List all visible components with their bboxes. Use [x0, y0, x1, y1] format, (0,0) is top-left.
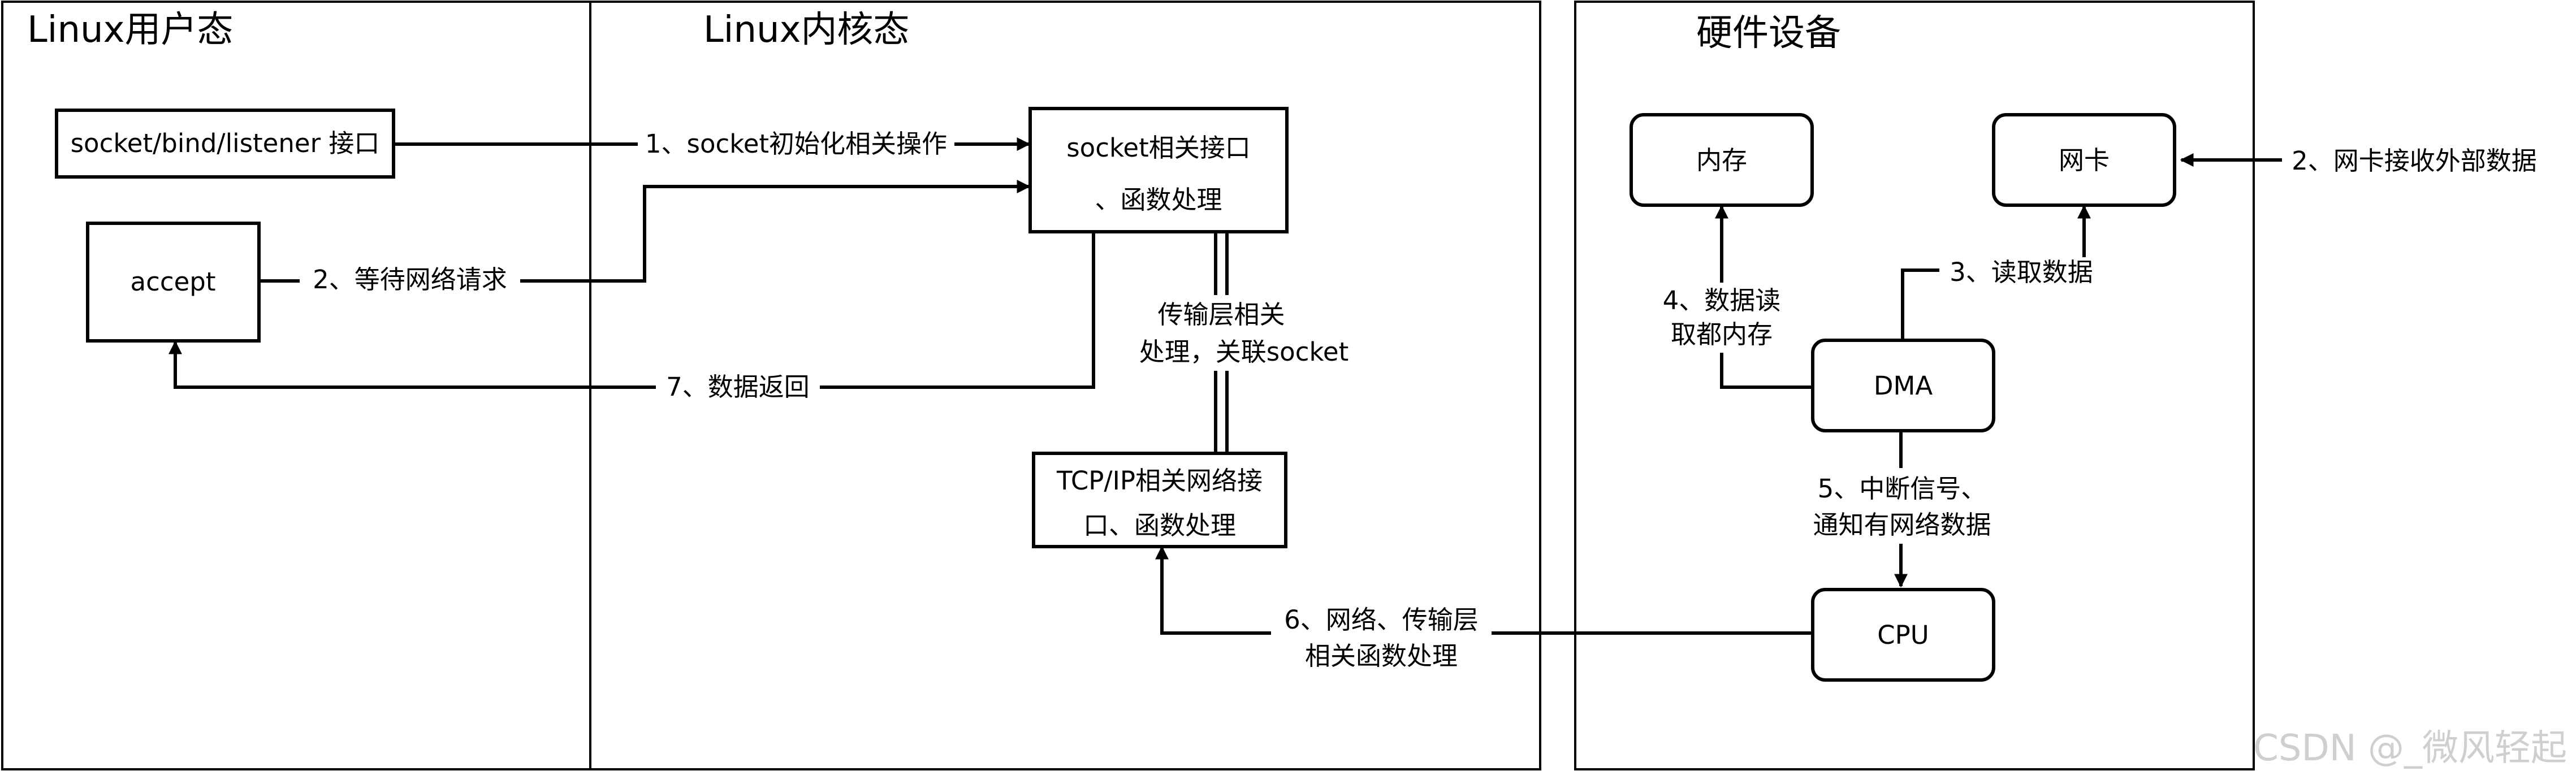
edge-4-label-line2: 取都内存	[1671, 319, 1773, 349]
edge-2-label: 2、等待网络请求	[313, 265, 507, 294]
tcpip-label-line1: TCP/IP相关网络接	[1056, 466, 1263, 496]
edge-3-label: 3、读取数据	[1950, 257, 2093, 287]
socket-iface-label-line1: socket相关接口	[1066, 133, 1251, 163]
edge-5-label-line1: 5、中断信号、	[1818, 474, 1987, 504]
dma-label: DMA	[1874, 371, 1933, 401]
tcpip-node	[1032, 452, 1287, 548]
transport-label-line1: 传输层相关	[1157, 300, 1285, 330]
edge-6-label-line2: 相关函数处理	[1305, 641, 1458, 671]
nic-label: 网卡	[2059, 145, 2110, 175]
edge-1-label: 1、socket初始化相关操作	[645, 129, 947, 159]
socket-iface-label-line2: 、函数处理	[1095, 185, 1222, 215]
memory-node	[1630, 113, 1814, 207]
edge-6-label-line1: 6、网络、传输层	[1284, 605, 1479, 635]
edge-5-label-line2: 通知有网络数据	[1813, 510, 1991, 540]
kernel-space-title: Linux内核态	[703, 9, 909, 51]
user-space-title: Linux用户态	[27, 9, 233, 51]
edge-7-label: 7、数据返回	[666, 372, 810, 402]
hardware-title: 硬件设备	[1696, 12, 1841, 54]
dma-node	[1811, 339, 1995, 432]
edge-6-line	[1155, 545, 1812, 635]
socket-bind-listen-node	[55, 109, 395, 179]
memory-label: 内存	[1696, 145, 1747, 175]
nic-node	[1992, 113, 2176, 207]
socket-bind-listen-label: socket/bind/listener 接口	[71, 128, 380, 158]
tcpip-label-line2: 口、函数处理	[1083, 510, 1236, 540]
edge-2-external-label: 2、网卡接收外部数据	[2292, 146, 2537, 176]
edge-4-line	[1715, 205, 1812, 389]
transport-label-line2: 处理，关联socket	[1139, 337, 1349, 367]
socket-iface-node	[1028, 107, 1289, 233]
accept-label: accept	[131, 267, 216, 297]
watermark: CSDN @_微风轻起	[2253, 727, 2567, 769]
hardware-region	[1574, 1, 2255, 770]
edge-7-line	[168, 233, 1095, 389]
accept-node	[86, 222, 261, 343]
cpu-node	[1811, 588, 1995, 682]
edge-4-label-line1: 4、数据读	[1663, 285, 1781, 315]
cpu-label: CPU	[1877, 620, 1929, 650]
